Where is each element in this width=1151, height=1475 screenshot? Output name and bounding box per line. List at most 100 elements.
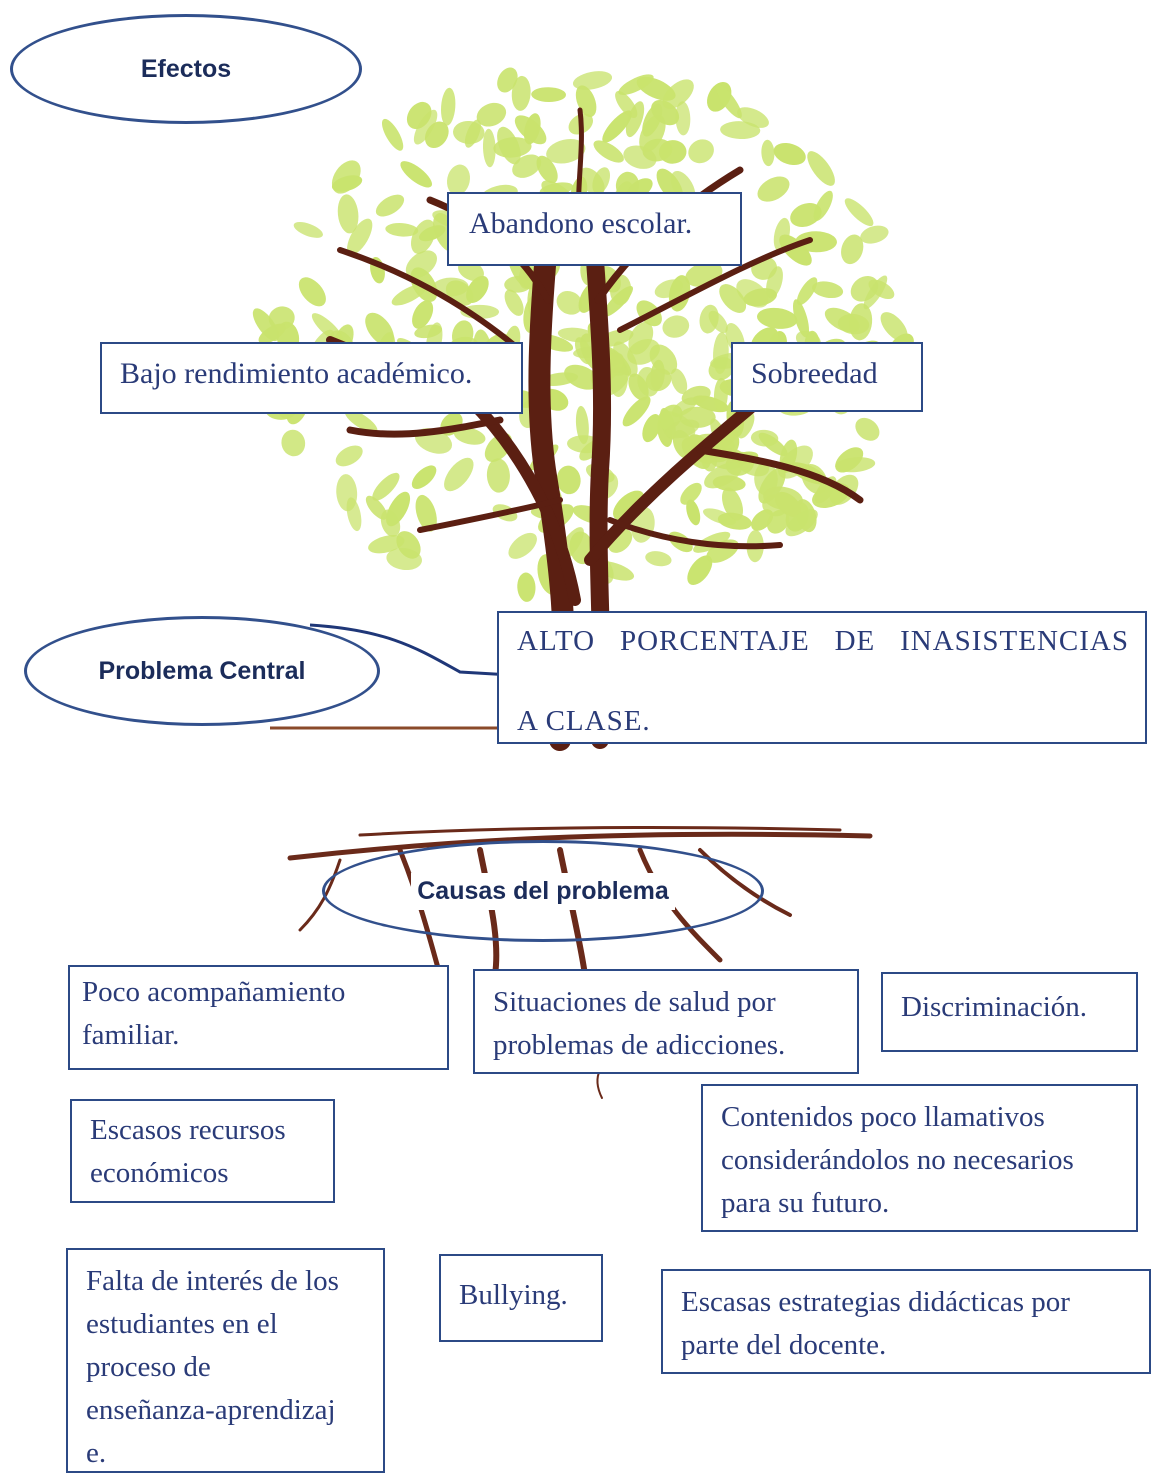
- leaf: [712, 475, 746, 492]
- leaf: [444, 457, 474, 492]
- leaf: [413, 109, 438, 145]
- leaf: [687, 555, 713, 586]
- leaf: [807, 151, 835, 186]
- leaf: [675, 101, 691, 136]
- central-problem-arrow: [309, 623, 513, 677]
- leaf: [466, 275, 489, 303]
- leaf: [564, 364, 600, 390]
- leaf: [451, 320, 474, 350]
- leaf: [642, 414, 661, 443]
- leaf: [664, 419, 700, 439]
- central-problem-line-2: A CLASE.: [517, 705, 651, 737]
- cause-box-family-support: Poco acompañamiento familiar.: [68, 965, 449, 1070]
- leaf: [453, 427, 486, 445]
- leaf: [779, 234, 812, 266]
- leaf: [453, 120, 485, 145]
- leaf: [298, 277, 326, 307]
- leaf: [722, 487, 743, 521]
- leaf: [688, 139, 714, 164]
- leaf: [504, 289, 524, 316]
- leaf: [347, 218, 373, 255]
- leaf: [751, 509, 774, 531]
- leaf: [424, 121, 449, 149]
- leaf: [812, 281, 844, 299]
- leaf: [662, 315, 690, 338]
- leaf: [531, 87, 566, 103]
- leaf: [837, 313, 870, 335]
- leaf: [713, 377, 728, 413]
- leaf: [335, 445, 363, 467]
- effects-oval-label: Efectos: [140, 54, 232, 83]
- leaf: [375, 194, 405, 217]
- leaf: [715, 83, 742, 119]
- leaf: [670, 368, 688, 394]
- leaf: [486, 458, 510, 493]
- central-problem-line-1: ALTO PORCENTAJE DE INASISTENCIAS: [517, 625, 1129, 657]
- leaf: [796, 277, 818, 306]
- leaf: [415, 494, 437, 532]
- leaf: [757, 307, 798, 329]
- leaf: [602, 110, 632, 143]
- central-problem-oval-label: Problema Central: [98, 656, 306, 685]
- leaf: [835, 457, 876, 473]
- leaf: [365, 495, 388, 520]
- leaf: [860, 225, 889, 244]
- leaf: [628, 321, 654, 355]
- leaf: [719, 284, 747, 313]
- cause-box-health-addictions: Situaciones de salud por problemas de ad…: [473, 969, 859, 1074]
- leaf: [497, 126, 521, 165]
- leaf: [446, 164, 471, 196]
- cause-box-discrimination: Discriminación.: [881, 972, 1138, 1052]
- leaf: [252, 308, 279, 342]
- leaf: [757, 176, 790, 202]
- leaf: [618, 74, 654, 96]
- leaf: [593, 140, 624, 163]
- leaf: [557, 327, 597, 343]
- causes-oval-label: Causas del problema: [411, 872, 675, 910]
- leaf: [792, 299, 810, 338]
- leaf: [311, 313, 344, 344]
- leaf: [546, 139, 586, 164]
- leaf: [368, 535, 405, 554]
- causes-oval: Causas del problema: [322, 840, 764, 942]
- leaf: [813, 190, 833, 221]
- leaf: [628, 373, 649, 401]
- leaf: [766, 266, 783, 299]
- leaf: [645, 368, 672, 392]
- leaf: [440, 87, 456, 126]
- leaf: [372, 472, 400, 501]
- cause-box-bullying: Bullying.: [439, 1254, 603, 1342]
- leaf: [281, 429, 306, 457]
- leaf: [406, 101, 432, 130]
- leaf: [344, 409, 378, 433]
- leaf: [556, 290, 583, 315]
- leaf: [414, 324, 443, 339]
- leaf: [761, 139, 775, 167]
- leaf: [649, 344, 678, 375]
- leaf: [680, 482, 702, 505]
- leaf: [773, 142, 806, 166]
- leaf: [411, 465, 437, 489]
- leaf: [514, 115, 547, 145]
- leaf: [511, 75, 531, 111]
- leaf: [880, 312, 908, 342]
- cause-box-lack-of-interest: Falta de interés de los estudiantes en e…: [66, 1248, 385, 1473]
- leaf: [615, 91, 638, 118]
- effect-box-low-performance: Bajo rendimiento académico.: [100, 342, 523, 414]
- leaf: [405, 250, 437, 279]
- leaf: [331, 175, 363, 192]
- leaf: [639, 114, 666, 153]
- leaf: [556, 465, 581, 495]
- leaf: [613, 341, 638, 378]
- leaf: [476, 102, 507, 127]
- leaf: [662, 79, 694, 109]
- leaf: [645, 551, 672, 567]
- leaf: [346, 497, 362, 532]
- leaf: [613, 490, 645, 521]
- leaf: [385, 223, 419, 237]
- effect-box-dropout: Abandono escolar.: [447, 192, 742, 266]
- leaf: [790, 203, 822, 227]
- central-problem-box: ALTO PORCENTAJE DE INASISTENCIAS A CLASE…: [497, 611, 1147, 744]
- leaf: [844, 198, 874, 227]
- leaf: [293, 221, 323, 238]
